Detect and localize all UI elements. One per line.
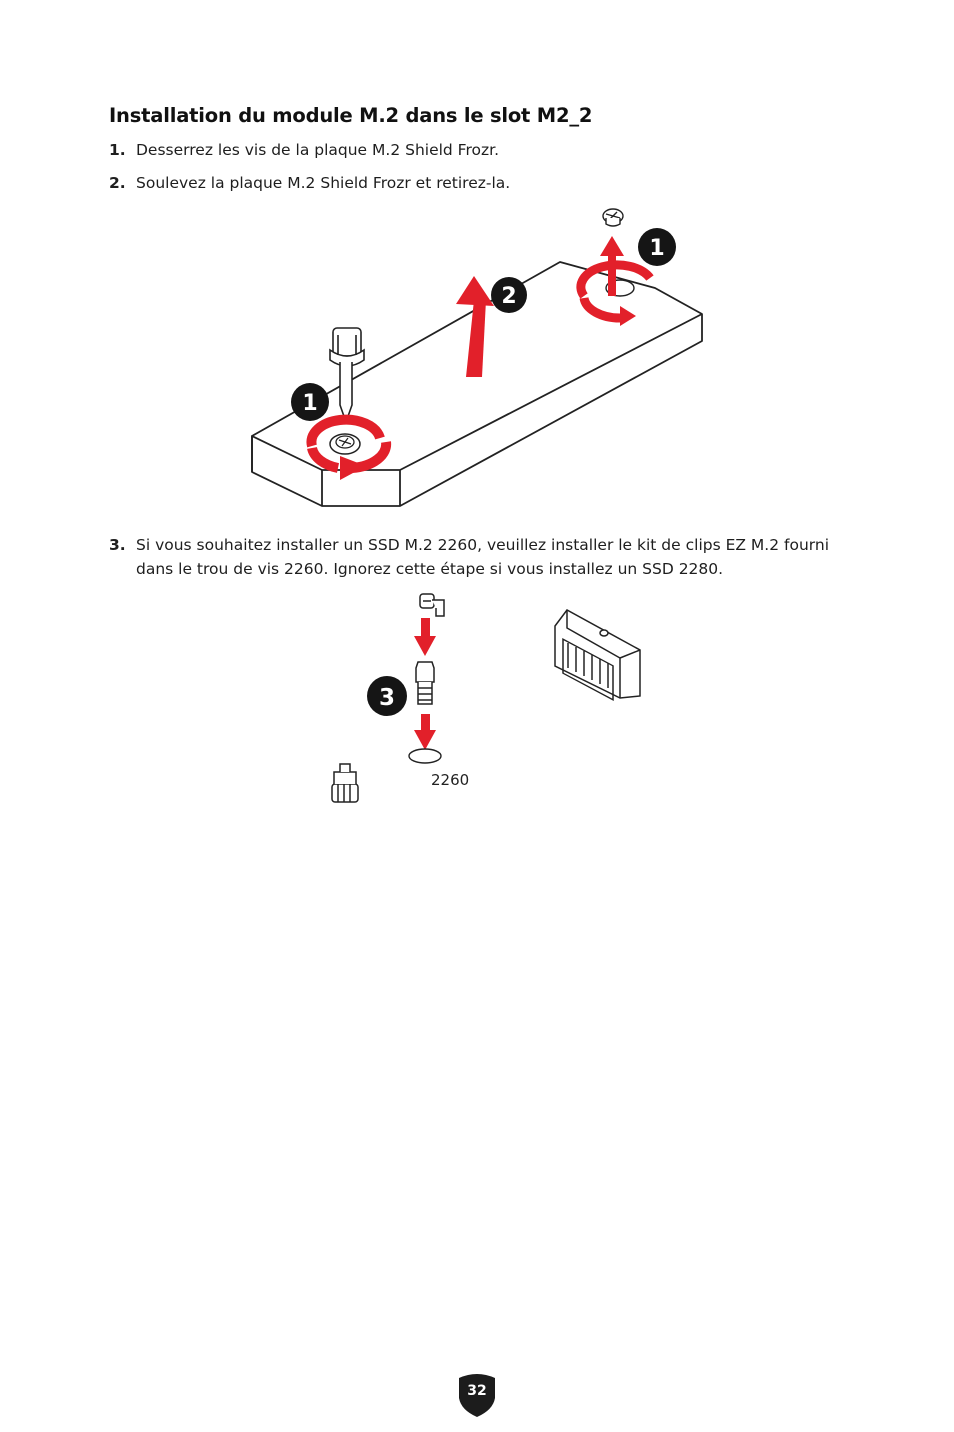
- down-arrow-icon: [414, 714, 436, 750]
- lift-arrow-icon: [600, 236, 624, 296]
- ez-clip-icon: [331, 763, 359, 803]
- shield-plate-removal-illustration: 1 2 1: [251, 208, 703, 507]
- step-badge-right: 1: [638, 228, 676, 266]
- down-arrow-icon: [414, 618, 436, 656]
- screw-icon: [329, 433, 361, 455]
- badge-number: 1: [302, 391, 317, 416]
- hole-label: 2260: [431, 771, 470, 789]
- page-number: 32: [467, 1383, 487, 1399]
- m2-connector-icon: [554, 609, 641, 701]
- rotate-arrow-icon: [576, 260, 654, 326]
- badge-number: 1: [649, 236, 664, 261]
- badge-number: 3: [379, 685, 395, 711]
- rotate-arrow-icon: [306, 414, 392, 480]
- step-text: Desserrez les vis de la plaque M.2 Shiel…: [136, 141, 500, 159]
- standoff-icon: [415, 661, 435, 705]
- step-text: Soulevez la plaque M.2 Shield Frozr et r…: [136, 174, 511, 192]
- lift-arrow-icon: [456, 276, 494, 377]
- step-number: 2.: [109, 174, 126, 192]
- step-badge-3: 3: [367, 676, 407, 716]
- shield-icon: [459, 1374, 495, 1417]
- step-badge-left: 1: [291, 383, 329, 421]
- step-badge-lift: 2: [491, 277, 527, 313]
- screw-hole: [408, 748, 442, 764]
- ez-clip-icon: [419, 593, 445, 617]
- step-number: 1.: [109, 141, 126, 159]
- step-1: 1. Desserrez les vis de la plaque M.2 Sh…: [109, 138, 849, 162]
- screwdriver-icon: [329, 327, 365, 425]
- ez-clip-illustration: 3: [331, 593, 641, 803]
- badge-number: 2: [501, 284, 516, 309]
- step-text: Si vous souhaitez installer un SSD M.2 2…: [136, 536, 830, 578]
- page-title: Installation du module M.2 dans le slot …: [109, 104, 593, 127]
- step-number: 3.: [109, 536, 126, 554]
- step-2: 2. Soulevez la plaque M.2 Shield Frozr e…: [109, 171, 849, 195]
- step-3: 3. Si vous souhaitez installer un SSD M.…: [109, 533, 849, 581]
- screw-icon: [602, 208, 624, 227]
